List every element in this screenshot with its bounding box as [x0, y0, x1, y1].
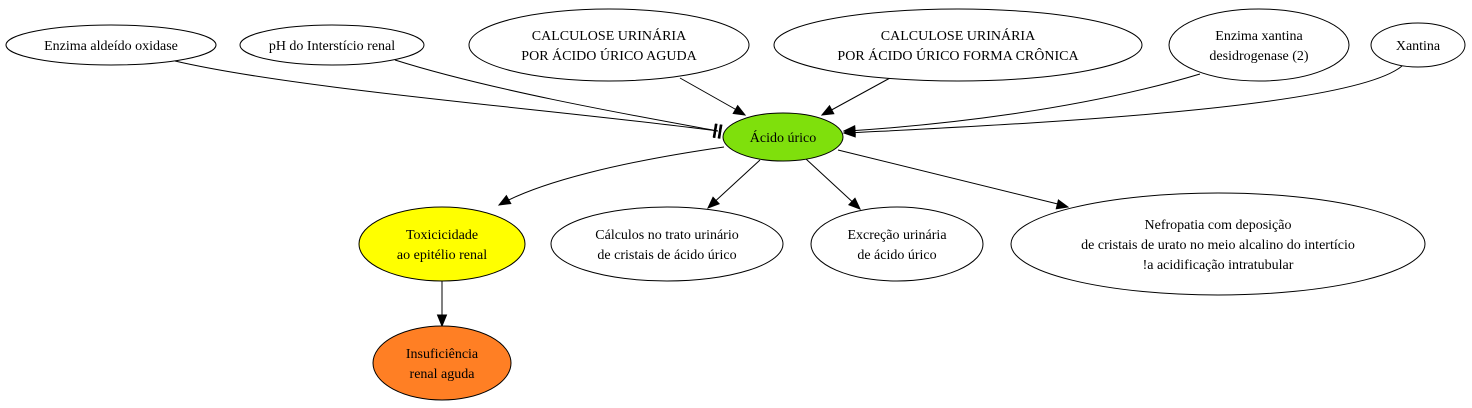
node-xantina: Xantina [1370, 22, 1466, 68]
node-label-line: POR ÁCIDO ÚRICO FORMA CRÔNICA [837, 47, 1079, 64]
node-label-line: CALCULOSE URINÁRIA [881, 27, 1036, 44]
node-label-line: !a acidificação intratubular [1143, 258, 1294, 273]
node-label-line: desidrogenase (2) [1209, 49, 1308, 64]
edge-line [394, 59, 719, 132]
node-label-line: Nefropatia com deposição [1145, 218, 1292, 233]
node-ellipse [468, 8, 750, 82]
node-label-line: CALCULOSE URINÁRIA [532, 27, 687, 44]
edge-line [805, 158, 859, 208]
edge-ph_intersticio-to-acido_urico [394, 59, 723, 139]
node-label-line: Xantina [1396, 39, 1441, 54]
edge-line [174, 60, 719, 132]
edge-xantina-to-acido_urico [842, 65, 1403, 138]
node-label-line: Toxicicidade [406, 228, 478, 243]
node-label-line: Excreção urinária [847, 228, 947, 243]
nodes-layer: Enzima aldeído oxidase pH do Interstício … [5, 8, 1466, 401]
inhibition-mark [712, 123, 718, 138]
edge-line [847, 65, 1403, 134]
edge-calculose_cronica-to-acido_urico [820, 77, 891, 116]
node-nefropatia: Nefropatia com deposição de cristais de u… [1010, 192, 1426, 296]
arrowhead [707, 196, 721, 209]
arrowhead [842, 127, 856, 138]
node-label-line: de cristais de urato no meio alcalino do… [1081, 238, 1355, 253]
edge-line [825, 77, 891, 114]
node-ellipse [358, 206, 526, 282]
arrowhead [847, 197, 861, 210]
edge-xantina_desidrogenase-to-acido_urico [842, 73, 1201, 136]
edge-acido_urico-to-toxicidade [497, 146, 725, 206]
node-insuficiencia: Insuficiência renal aguda [372, 325, 512, 401]
node-label-line: Ácido úrico [750, 129, 816, 146]
node-aldeido-oxidase: Enzima aldeído oxidase [5, 24, 217, 66]
node-label-line: ao epitélio renal [397, 248, 487, 263]
node-acido-urico: Ácido úrico [722, 112, 844, 162]
arrowhead [732, 104, 747, 116]
arrowhead [497, 194, 512, 206]
arrowhead [1055, 199, 1070, 210]
node-ellipse [1168, 8, 1350, 82]
node-calculos-trato: Cálculos no trato urinário de cristais de… [550, 206, 784, 282]
node-label-line: de ácido úrico [857, 248, 936, 263]
node-calculose-cronica: CALCULOSE URINÁRIA POR ÁCIDO ÚRICO FORMA … [773, 8, 1143, 82]
edge-acido_urico-to-nefropatia [837, 149, 1070, 210]
node-ellipse [5, 24, 217, 66]
node-label-line: POR ÁCIDO ÚRICO AGUDA [521, 47, 697, 64]
inhibition-mark [717, 124, 723, 139]
edge-line [847, 73, 1201, 132]
node-ellipse [239, 24, 425, 66]
node-label-line: Enzima aldeído oxidase [44, 39, 178, 54]
node-ellipse [810, 206, 984, 282]
node-xantina-desidrogenase: Enzima xantina desidrogenase (2) [1168, 8, 1350, 82]
node-ph-intersticio: pH do Interstício renal [239, 24, 425, 66]
edge-line [837, 149, 1067, 207]
node-ellipse [722, 112, 844, 162]
edge-acido_urico-to-excrecao [805, 158, 861, 210]
edge-line [498, 146, 725, 206]
edge-acido_urico-to-calculos_trato [707, 159, 761, 209]
node-ellipse [372, 325, 512, 401]
node-ellipse [550, 206, 784, 282]
node-label-line: Cálculos no trato urinário [595, 228, 738, 243]
edge-line [679, 77, 743, 114]
node-calculose-aguda: CALCULOSE URINÁRIA POR ÁCIDO ÚRICO AGUDA [468, 8, 750, 82]
edge-calculose_aguda-to-acido_urico [679, 77, 747, 116]
edge-toxicidade-to-insuficiencia [436, 281, 448, 328]
node-label-line: Insuficiência [406, 347, 479, 362]
edge-line [709, 159, 761, 207]
node-ellipse [773, 8, 1143, 82]
node-toxicidade: Toxicicidade ao epitélio renal [358, 206, 526, 282]
node-label-line: pH do Interstício renal [269, 39, 395, 54]
arrowhead [436, 314, 448, 328]
node-label-line: Enzima xantina [1215, 29, 1303, 44]
node-ellipse [1370, 22, 1466, 68]
node-label-line: de cristais de ácido úrico [597, 248, 736, 263]
node-excrecao: Excreção urinária de ácido úrico [810, 206, 984, 282]
edges-layer [174, 59, 1403, 328]
node-ellipse [1010, 192, 1426, 296]
arrowhead [820, 104, 835, 116]
node-label-line: renal aguda [410, 367, 476, 382]
